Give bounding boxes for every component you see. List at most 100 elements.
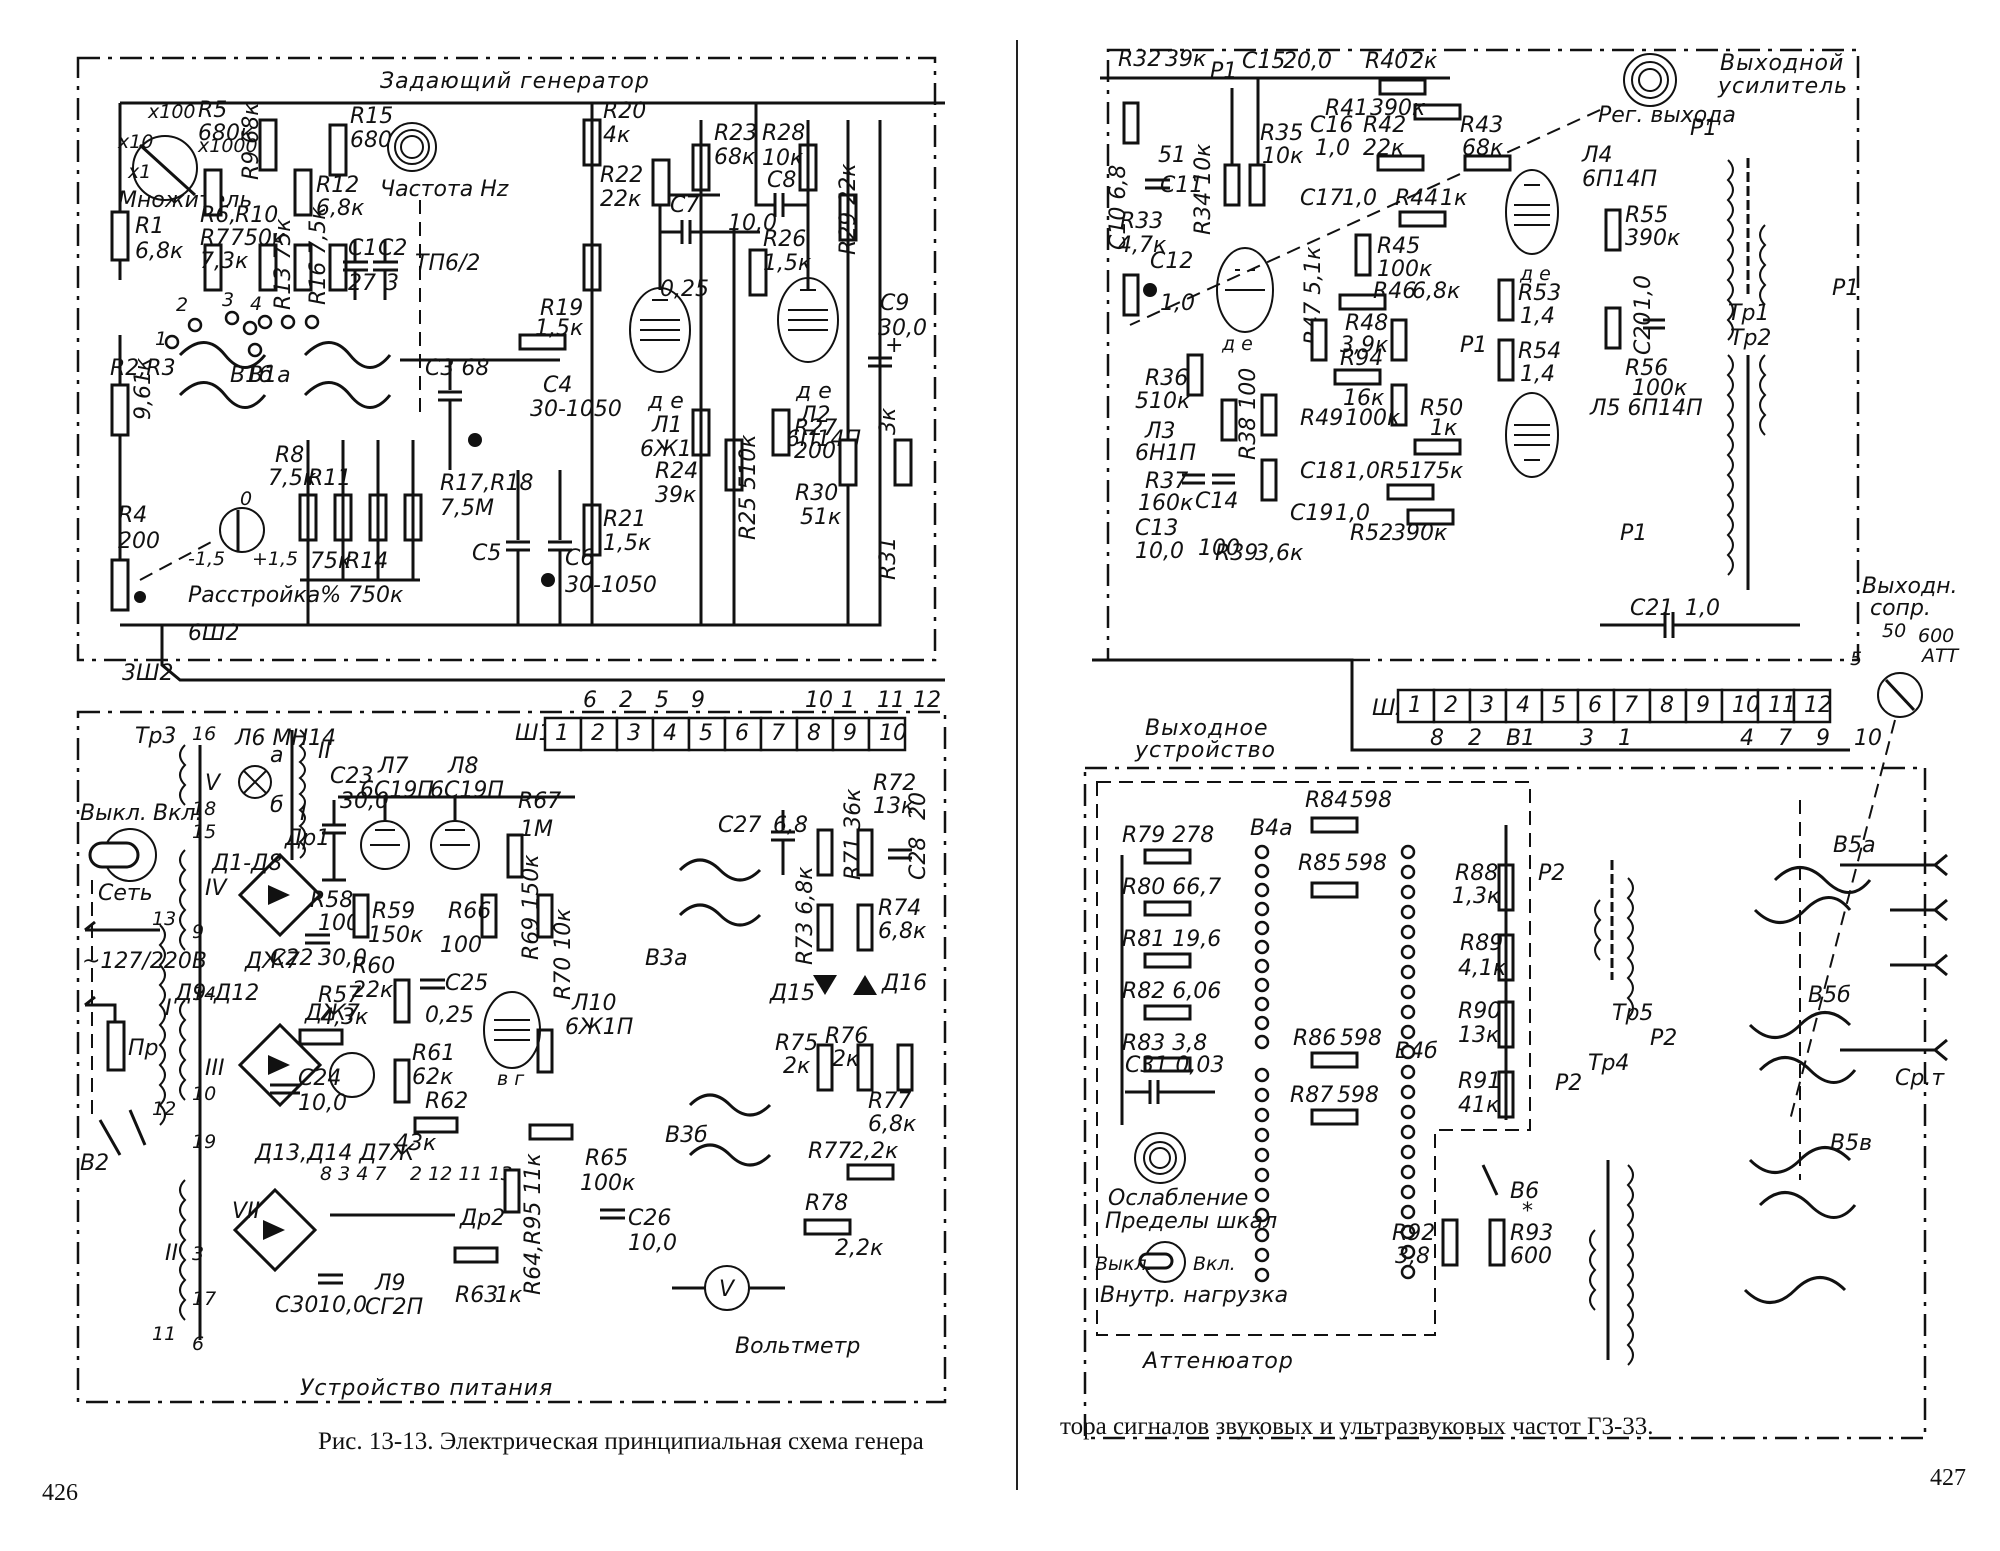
frame-output-amplifier (1106, 48, 1860, 662)
b4a-contact (1254, 920, 1270, 936)
switch-B5a[interactable] (1753, 866, 1872, 924)
resistor-R31 (893, 438, 913, 487)
svg-text:100к: 100к (580, 1171, 636, 1196)
stabilizer-tube (329, 1052, 375, 1098)
b4b-contact (1400, 1104, 1416, 1120)
b4b-contact (1400, 844, 1416, 860)
diode-D16 (853, 975, 877, 995)
resistor-R77-pot[interactable] (846, 1163, 895, 1181)
svg-text:390к: 390к (1392, 521, 1448, 546)
svg-text:598: 598 (1337, 1083, 1379, 1108)
svg-text:3: 3 (627, 721, 641, 746)
transformer-Tr2-primary (1726, 354, 1734, 576)
scale-limits-label: Пределы шкал (1105, 1209, 1277, 1234)
resistor-R77 (896, 1043, 914, 1092)
resistor-R78-pot[interactable] (803, 1218, 852, 1236)
resistor-R66 (480, 893, 498, 939)
switch-B1b[interactable] (247, 314, 392, 409)
switch-B2[interactable] (98, 1109, 147, 1156)
switch-B5v[interactable] (1743, 1146, 1857, 1304)
svg-text:R21: R21 (603, 507, 646, 532)
svg-text:6Н1П: 6Н1П (1135, 441, 1196, 466)
svg-text:C28: C28 (906, 837, 931, 880)
capacitor-C2: C2 3 (373, 236, 407, 300)
output-jack-3[interactable] (1890, 953, 1948, 977)
svg-text:Выкл.: Выкл. (80, 801, 147, 826)
svg-text:-1,5: -1,5 (188, 548, 225, 570)
b4a-contact (1254, 1147, 1270, 1163)
svg-text:Л8: Л8 (447, 754, 479, 779)
capacitor-C27 (771, 810, 795, 875)
resistor-R43 (1463, 154, 1512, 172)
svg-text:Д1-Д8: Д1-Д8 (211, 851, 282, 876)
resistor-R72 (856, 828, 874, 877)
svg-text:50: 50 (1882, 620, 1906, 642)
output-jack-1[interactable] (1840, 853, 1948, 877)
svg-text:V: V (205, 771, 222, 796)
svg-text:9: 9 (192, 921, 204, 943)
svg-text:R64,R95 11к: R64,R95 11к (521, 1152, 546, 1295)
svg-text:1: 1 (155, 328, 167, 350)
sh2-bot3-wire-1: 7 (1778, 726, 1792, 751)
svg-text:R55: R55 (1625, 203, 1668, 228)
switch-B3a[interactable] (678, 858, 762, 927)
sh2-bot-wire-0: 8 (1430, 726, 1444, 751)
b4b-contact (1400, 1004, 1416, 1020)
svg-text:6,8к: 6,8к (868, 1112, 917, 1137)
b4a-contact (1254, 958, 1270, 974)
svg-text:3: 3 (1480, 693, 1494, 718)
svg-text:R90: R90 (1458, 999, 1501, 1024)
output-jack-mid[interactable] (1840, 1038, 1948, 1062)
capacitor-C20 (1643, 318, 1665, 330)
svg-text:АТТ: АТТ (1920, 645, 1960, 667)
detune-knob[interactable]: 0 -1,5 +1,5 (188, 488, 298, 570)
resistor-R50 (1413, 438, 1462, 456)
internal-load-switch[interactable] (1138, 1241, 1186, 1283)
svg-text:1,0: 1,0 (1631, 275, 1656, 310)
frequency-knob[interactable] (387, 122, 437, 172)
svg-text:51к: 51к (800, 505, 842, 530)
output-impedance-knob[interactable] (1877, 672, 1923, 718)
svg-text:2к: 2к (1410, 49, 1438, 74)
sh2-pin-11: 11 (1756, 688, 1796, 724)
svg-text:R91: R91 (1458, 1069, 1501, 1094)
resistor-R84 (1310, 816, 1359, 834)
svg-text:II: II (165, 1241, 178, 1266)
resistor-R45 (1354, 233, 1372, 277)
b4b-contact (1400, 924, 1416, 940)
svg-text:R26: R26 (763, 227, 806, 252)
svg-text:C18: C18 (1300, 459, 1343, 484)
switch-B6[interactable] (1481, 1164, 1499, 1196)
attenuation-knob[interactable] (1134, 1132, 1186, 1184)
switch-B3b[interactable] (688, 1093, 772, 1167)
resistor-R13 (293, 243, 313, 292)
switch-B4b[interactable] (1400, 844, 1416, 1280)
multiplier-knob[interactable]: x1 x10 x100 x1000 (117, 101, 258, 201)
svg-text:20,0: 20,0 (1283, 49, 1332, 74)
resistor-R46[interactable] (1338, 293, 1387, 311)
svg-text:R41: R41 (1325, 96, 1368, 121)
page-number-left: 426 (42, 1480, 78, 1506)
svg-text:3,9к: 3,9к (1340, 333, 1389, 358)
capacitor-C26 (600, 1208, 625, 1220)
output-jack-2[interactable] (1890, 898, 1948, 922)
resistor-R33-pot[interactable] (1122, 273, 1140, 317)
b4a-contact (1254, 1107, 1270, 1123)
b4b-contact (1400, 1164, 1416, 1180)
resistor-R42[interactable] (1376, 154, 1425, 172)
svg-text:б: б (270, 793, 284, 818)
b4b-contact (1400, 1264, 1416, 1280)
svg-text:6: 6 (735, 721, 749, 746)
b4b-contact (1400, 964, 1416, 980)
svg-text:C25: C25 (445, 971, 488, 996)
svg-text:16к: 16к (1343, 386, 1385, 411)
svg-text:11: 11 (1768, 693, 1796, 718)
output-level-knob[interactable] (1623, 53, 1677, 107)
svg-text:C6: C6 (565, 546, 594, 571)
svg-text:R86: R86 (1293, 1026, 1336, 1051)
svg-text:600: 600 (1510, 1244, 1552, 1269)
figure-caption-left: Рис. 13-13. Электрическая принципиальная… (318, 1428, 924, 1455)
switch-B4a[interactable] (1254, 844, 1270, 1283)
power-switch[interactable] (88, 828, 157, 882)
switch-B1a[interactable]: 2 3 4 1 (155, 289, 267, 409)
